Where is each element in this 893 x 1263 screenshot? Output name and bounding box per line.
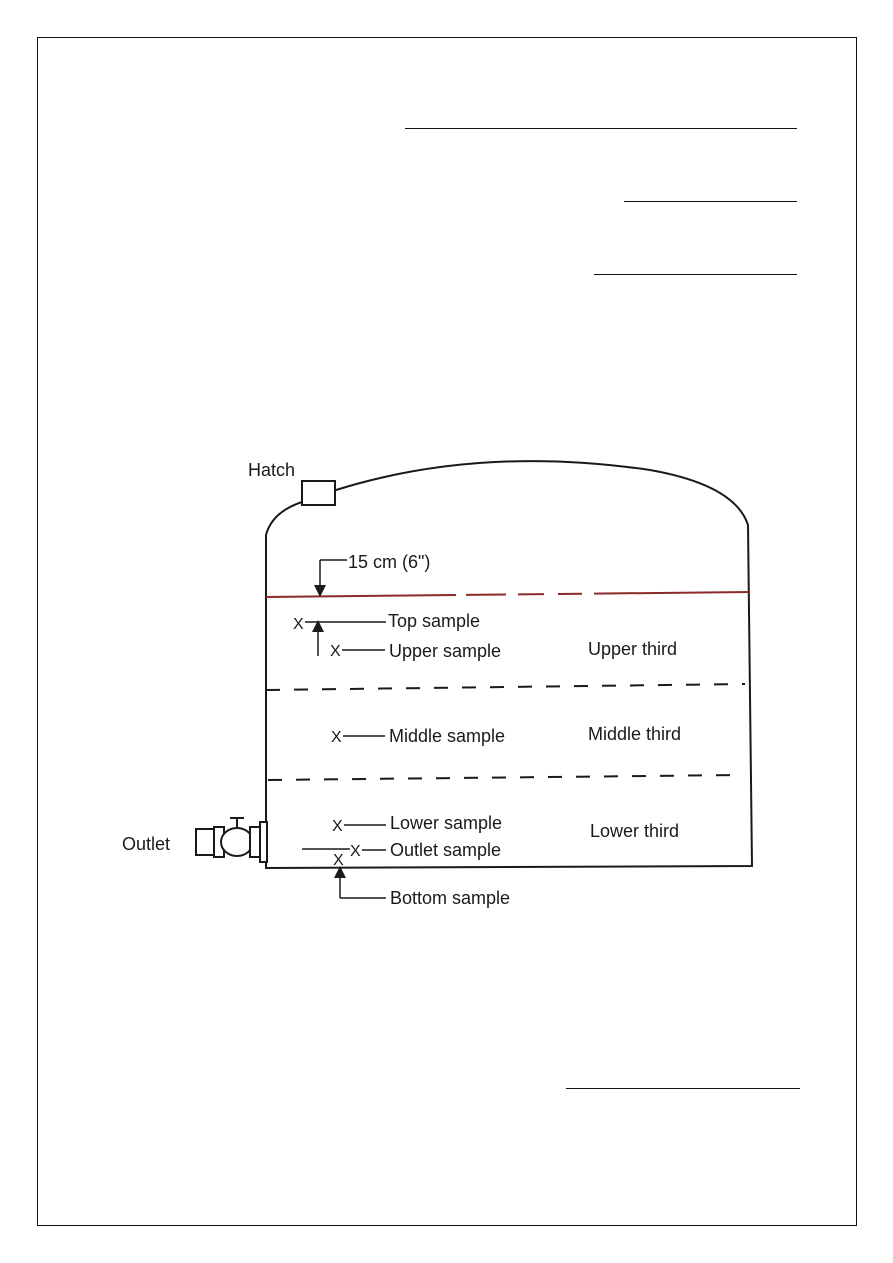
- upper-third-label: Upper third: [588, 639, 677, 659]
- hatch-label: Hatch: [248, 460, 295, 480]
- outlet-label: Outlet: [122, 834, 170, 854]
- tank-outline: [265, 460, 754, 870]
- blank-line-3: [594, 274, 797, 275]
- top-sample-label: Top sample: [388, 611, 480, 631]
- outlet-sample-label: Outlet sample: [390, 840, 501, 860]
- middle-sample-marker: X: [331, 729, 342, 746]
- upper-third-boundary: [265, 683, 746, 691]
- bottom-sample-label: Bottom sample: [390, 888, 510, 908]
- outlet-valve: [195, 817, 268, 863]
- middle-third-label: Middle third: [588, 724, 681, 744]
- lower-third-label: Lower third: [590, 821, 679, 841]
- blank-line-1: [405, 128, 797, 129]
- blank-line-2: [624, 201, 797, 202]
- middle-sample-label: Middle sample: [389, 726, 505, 746]
- bottom-sample-marker: X: [333, 852, 344, 869]
- liquid-level-line: [265, 591, 751, 598]
- lower-sample-marker: X: [332, 818, 343, 835]
- blank-line-4: [566, 1088, 800, 1089]
- page-border: [37, 37, 857, 1226]
- outlet-sample-marker: X: [350, 843, 361, 860]
- hatch: [301, 480, 336, 506]
- clearance-label: 15 cm (6"): [348, 552, 430, 572]
- lower-third-boundary: [267, 774, 741, 781]
- lower-sample-label: Lower sample: [390, 813, 502, 833]
- top-sample-marker: X: [293, 616, 304, 633]
- upper-sample-marker: X: [330, 643, 341, 660]
- upper-sample-label: Upper sample: [389, 641, 501, 661]
